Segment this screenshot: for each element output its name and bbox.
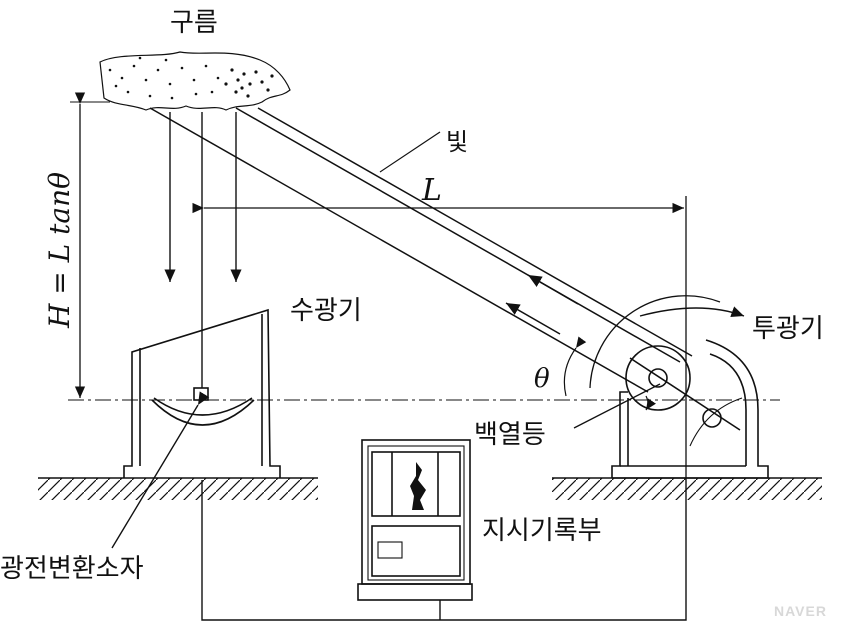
recorder-label: 지시기록부 <box>482 516 602 546</box>
photo-element-label: 광전변환소자 <box>0 554 144 584</box>
naver-watermark: NAVER <box>774 603 827 619</box>
receiver-unit <box>111 308 281 549</box>
cloud-label: 구름 <box>170 8 218 38</box>
cloud-shape <box>99 51 291 111</box>
light-beam <box>149 107 693 393</box>
projector-label: 투광기 <box>752 314 824 344</box>
light-label: 빛 <box>446 128 469 156</box>
lamp-label: 백열등 <box>474 420 546 450</box>
angle-label: θ <box>534 364 550 394</box>
ground <box>38 477 822 500</box>
receiver-label: 수광기 <box>290 296 362 326</box>
recorder-unit <box>357 439 473 601</box>
height-formula: H = L tanθ <box>43 171 76 329</box>
projector-unit <box>563 295 769 479</box>
distance-label: L <box>422 173 442 208</box>
